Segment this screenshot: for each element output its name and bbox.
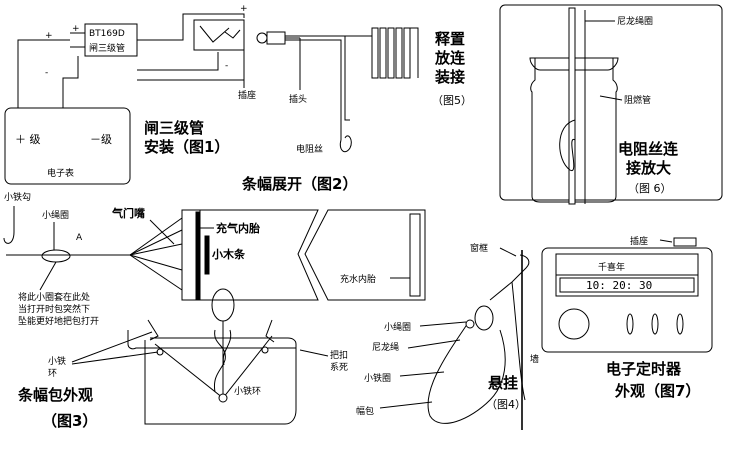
timer-button-3 <box>676 313 684 335</box>
timer-button-1 <box>626 313 634 335</box>
timer-knob <box>558 308 590 340</box>
center-iron-ring <box>218 393 228 403</box>
timer-socket <box>673 237 697 247</box>
fig1-caption-line1: 闸三级管 <box>144 119 204 137</box>
fire-tube-label: 阻燃管 <box>624 94 651 106</box>
buckle-label-line1: 把扣 <box>330 349 348 361</box>
svg-text:-: - <box>225 61 228 71</box>
nylon-ring-label: 尼龙绳圈 <box>617 15 653 27</box>
svg-text:-: - <box>45 68 48 78</box>
window-frame-label: 窗框 <box>470 242 488 254</box>
meter-plus-label: ＋ 级 <box>15 133 41 146</box>
meter-minus-label: －级 <box>90 133 112 146</box>
note-line3: 坠能更好地把包打开 <box>18 315 99 327</box>
fig6-frame <box>499 4 723 201</box>
fig3-bag-appearance: 将此小圈套在此处 当打开时包突然下 坠能更好地把包打开 小铁 环 小铁环 把扣 … <box>17 261 348 430</box>
fig7-caption-line2: 外观（图7） <box>614 382 700 400</box>
hang-iron-ring-label: 小铁圈 <box>364 372 391 384</box>
point-a-label: A <box>76 233 83 243</box>
top-hanger-loop <box>211 288 235 322</box>
fig1-caption-line2: 安装（图1） <box>144 138 229 156</box>
air-bladder-label: 充气内胎 <box>216 221 260 235</box>
hang-small-rope-label: 小绳圈 <box>384 321 411 333</box>
timer-body <box>541 247 713 353</box>
fig2-caption: 条幅展开（图2） <box>241 175 357 193</box>
fig6-caption-line3: （图 6） <box>628 182 672 195</box>
small-rope-ring-label: 小绳圈 <box>42 209 69 221</box>
svg-text:+: + <box>72 24 80 34</box>
meter-label: 电子表 <box>47 167 74 179</box>
note-line2: 当打开时包突然下 <box>18 303 90 315</box>
fig4-caption-line2: （图4） <box>486 398 526 411</box>
valve-label: 气门嘴 <box>111 206 145 220</box>
fig5-caption-line4: （图5） <box>432 94 472 107</box>
plug-label: 插头 <box>289 93 307 105</box>
fig2-banner-unfolded: 条幅展开（图2） 小铁勾 小绳圈 A 气门嘴 充气内胎 小木条 充水内胎 <box>3 175 426 301</box>
fig5-caption-line3: 装接 <box>434 68 465 86</box>
display-time: 10: 20: 30 <box>586 279 652 292</box>
fig7-electronic-timer: 插座 千喜年 10: 20: 30 电子定时器 外观（图7） <box>541 235 713 400</box>
wall-label: 墙 <box>530 353 539 365</box>
scr-chip-box <box>84 23 138 57</box>
fig5-caption-line2: 放连 <box>434 49 466 67</box>
socket-label: 插座 <box>238 89 256 101</box>
fig5-resistor-connection: 插头 电阻丝 释置 放连 装接 （图5） <box>256 27 472 155</box>
fig6-caption-line2: 接放大 <box>626 159 671 177</box>
scr-chip-label: BT169D <box>89 29 125 39</box>
socket-box <box>193 19 245 51</box>
fig4-caption-line1: 悬挂 <box>488 374 518 392</box>
iron-ring-label: 小铁 <box>48 355 66 367</box>
small-rope-ring <box>41 249 71 263</box>
resistor-wire-label: 电阻丝 <box>296 143 323 155</box>
banner-right-section <box>304 209 426 301</box>
buckle-label-line2: 系死 <box>330 362 348 373</box>
fig7-caption-line1: 电子定时器 <box>606 360 682 378</box>
fig4-hanging: 窗框 小绳圈 尼龙绳 小铁圈 幅包 墙 悬挂 （图4） <box>356 242 539 430</box>
bag-body <box>144 337 297 425</box>
display-year: 千喜年 <box>598 261 625 273</box>
fig5-caption-line1: 释置 <box>435 30 465 48</box>
iron-ring-label2: 环 <box>48 368 57 379</box>
bag-label: 幅包 <box>356 405 374 417</box>
svg-text:+: + <box>45 31 53 41</box>
fig6-jar-enlarged: 尼龙绳圈 阻燃管 电阻丝连 接放大 （图 6） <box>499 4 723 205</box>
fig3-caption-line1: 条幅包外观 <box>17 386 93 404</box>
hanging-bag <box>427 319 506 424</box>
fig3-caption-line2: （图3） <box>42 412 97 430</box>
timer-button-2 <box>651 313 659 335</box>
timer-socket-label: 插座 <box>630 235 648 247</box>
svg-text:+: + <box>240 4 248 14</box>
water-bladder-label: 充水内胎 <box>340 273 376 285</box>
fig6-caption-line1: 电阻丝连 <box>618 140 679 158</box>
center-iron-ring-label: 小铁环 <box>234 385 261 397</box>
resistor-coil <box>371 27 419 79</box>
scr-box-label: 闸三级管 <box>89 42 125 54</box>
electronic-meter <box>4 107 131 185</box>
right-iron-ring <box>261 346 269 354</box>
wood-strip-label: 小木条 <box>211 247 246 261</box>
plug-head <box>256 32 268 44</box>
nylon-rope-label: 尼龙绳 <box>372 341 399 353</box>
hang-small-rope-ring <box>474 305 494 331</box>
fire-retardant-tube <box>568 7 576 205</box>
small-hook-label: 小铁勾 <box>4 191 31 203</box>
note-line1: 将此小圈套在此处 <box>18 291 90 303</box>
fig1-scr-installation: BT169D 闸三级管 + + - + - 插座 ＋ 级 －级 电子表 闸三级管… <box>4 4 256 185</box>
